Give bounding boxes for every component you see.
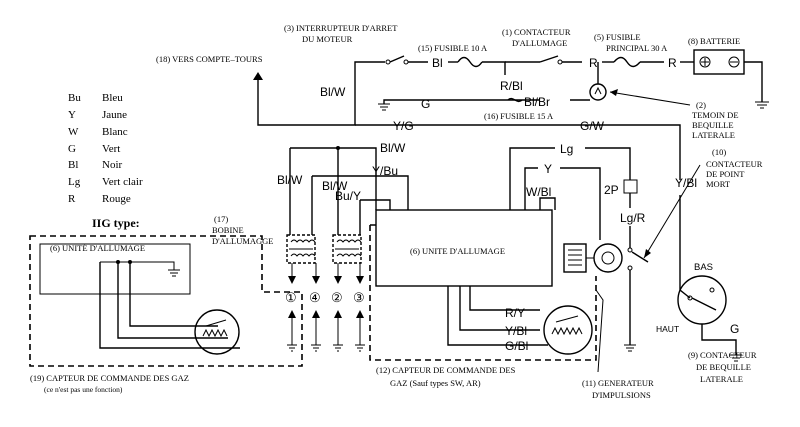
ignition-coil-left-icon: [286, 234, 316, 264]
wire-label-ground-g: G: [730, 322, 739, 336]
legend-color-bu: Bleu: [102, 92, 123, 104]
label-11-b: D'IMPULSIONS: [592, 390, 651, 400]
legend-color-g: Vert: [102, 143, 120, 155]
wire-label-y-bl-tps: Y/Bl: [505, 324, 527, 338]
label-17-b: BOBINE: [212, 225, 244, 235]
label-3-a: (3) INTERRUPTEUR D'ARRET: [284, 23, 398, 33]
wire-label-g-w: G/W: [580, 119, 605, 133]
wire-label-r2: R: [668, 56, 677, 70]
neutral-switch: [624, 247, 649, 352]
legend-code-r: R: [68, 193, 76, 205]
spark-plug-3: ③: [353, 290, 365, 305]
legend-code-bu: Bu: [68, 92, 81, 104]
label-5-b: PRINCIPAL 30 A: [606, 43, 668, 53]
label-17-a: (17): [214, 214, 228, 224]
wire-label-r-y: R/Y: [505, 306, 525, 320]
label-18-tachometer: (18) VERS COMPTE–TOURS: [156, 54, 263, 64]
label-12-a: (12) CAPTEUR DE COMMANDE DES: [376, 365, 516, 375]
wire-label-g-top: G: [421, 97, 430, 111]
wire-label-y-bl: Y/Bl: [675, 176, 697, 190]
pulse-generator-icon: [563, 243, 623, 273]
battery-icon: [693, 49, 769, 109]
wire-label-r: R: [589, 56, 598, 70]
wire-label-bl-w-left: Bl/W: [277, 173, 303, 187]
wire-label-bu-y: Bu/Y: [335, 189, 361, 203]
legend-color-bl: Noir: [102, 159, 123, 171]
legend-code-g: G: [68, 143, 76, 155]
label-2-a: TEMOIN DE: [692, 110, 739, 120]
wire-label-bl-br: Bl/Br: [524, 95, 550, 109]
label-2p: 2P: [604, 183, 619, 197]
label-11-a: (11) GENERATEUR: [582, 378, 654, 388]
label-12-b: GAZ (Sauf types SW, AR): [390, 378, 481, 388]
iig-throttle-sensor-icon: [194, 309, 240, 355]
label-bas: BAS: [694, 262, 713, 273]
wire-label-y: Y: [544, 162, 552, 176]
wire-label-y-g: Y/G: [393, 119, 414, 133]
legend-color-lg: Vert clair: [102, 176, 143, 188]
label-19-b: (ce n'est pas une fonction): [44, 385, 123, 394]
spark-plug-1: ①: [285, 290, 297, 305]
wire-label-bl-w-mid: Bl/W: [380, 141, 406, 155]
wire-label-bl: Bl: [432, 56, 443, 70]
side-stand-lamp-icon: [589, 62, 607, 101]
label-10-c: DE POINT: [706, 169, 745, 179]
wire-label-r-bl: R/Bl: [500, 79, 523, 93]
side-stand-switch-icon: [677, 275, 742, 362]
spark-plug-4: ④: [309, 290, 321, 305]
legend-code-y: Y: [68, 109, 76, 121]
wire-label-lg-r: Lg/R: [620, 211, 646, 225]
label-2-b: BEQUILLE: [692, 120, 734, 130]
wire-label-bl-w-top: Bl/W: [320, 85, 346, 99]
ignition-unit-box: [375, 209, 553, 287]
ignition-coil-right-icon: [332, 234, 362, 264]
fuse-10a-icon: [457, 56, 483, 68]
label-1-a: (1) CONTACTEUR: [502, 27, 571, 37]
wire-label-bl-w-c2: Bl/W: [322, 179, 348, 193]
legend-color-r: Rouge: [102, 193, 131, 205]
legend-color-w: Blanc: [102, 126, 128, 138]
label-9-a: (9) CONTACTEUR: [688, 350, 757, 360]
legend-code-bl: Bl: [68, 159, 78, 171]
iig-inset-box: (6) UNITÉ D'ALLUMAGE (19) CAPTEUR DE COM…: [29, 235, 303, 394]
label-2-num: (2): [696, 100, 706, 110]
wire-label-y-bu: Y/Bu: [372, 164, 398, 178]
throttle-position-sensor-icon: [543, 305, 593, 355]
spark-plug-2: ②: [331, 290, 343, 305]
label-8-battery: (8) BATTERIE: [688, 36, 740, 46]
label-9-c: LATERALE: [700, 374, 743, 384]
legend-color-y: Jaune: [102, 109, 127, 121]
wire-label-w-bl: W/Bl: [526, 185, 551, 199]
label-15-fuse: (15) FUSIBLE 10 A: [418, 43, 488, 53]
label-5-a: (5) FUSIBLE: [594, 32, 641, 42]
ignition-unit-label: (6) UNITE D'ALLUMAGE: [410, 246, 505, 256]
connector-2p-icon: [623, 179, 638, 194]
spark-plug-grounds: [287, 310, 365, 352]
color-legend: Bu Bleu Y Jaune W Blanc G Vert Bl Noir L…: [68, 92, 143, 205]
label-1-b: D'ALLUMAGE: [512, 38, 567, 48]
label-10-d: MORT: [706, 179, 731, 189]
label-16-fuse: (16) FUSIBLE 15 A: [484, 111, 554, 121]
iig-title: IIG type:: [92, 216, 140, 230]
label-19-a: (19) CAPTEUR DE COMMANDE DES GAZ: [30, 373, 189, 383]
wire-label-lg: Lg: [560, 142, 573, 156]
label-3-b: DU MOTEUR: [302, 34, 353, 44]
engine-stop-switch: [385, 55, 409, 65]
legend-code-lg: Lg: [68, 176, 81, 188]
label-10-b: CONTACTEUR: [706, 159, 763, 169]
label-9-b: DE BEQUILLE: [696, 362, 751, 372]
iig-ignition-unit-label: (6) UNITÉ D'ALLUMAGE: [50, 243, 145, 253]
ignition-switch: [505, 55, 582, 65]
label-haut: HAUT: [656, 324, 679, 334]
main-fuse-30a-icon: [613, 56, 641, 68]
label-10-a: (10): [712, 147, 726, 157]
label-2-c: LATERALE: [692, 130, 735, 140]
wire-label-g-bl: G/Bl: [505, 339, 528, 353]
label-17-c: D'ALLUMAGGE: [212, 236, 274, 246]
legend-code-w: W: [68, 126, 79, 138]
spark-plug-leads: [288, 263, 364, 284]
